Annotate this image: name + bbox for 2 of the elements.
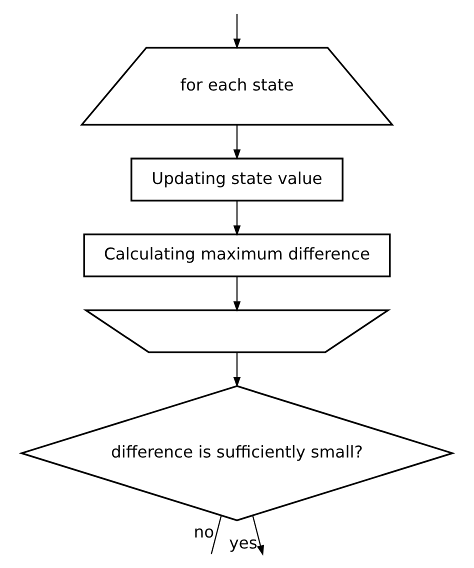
edge-label: yes	[229, 533, 258, 552]
edge-label: no	[194, 522, 214, 542]
